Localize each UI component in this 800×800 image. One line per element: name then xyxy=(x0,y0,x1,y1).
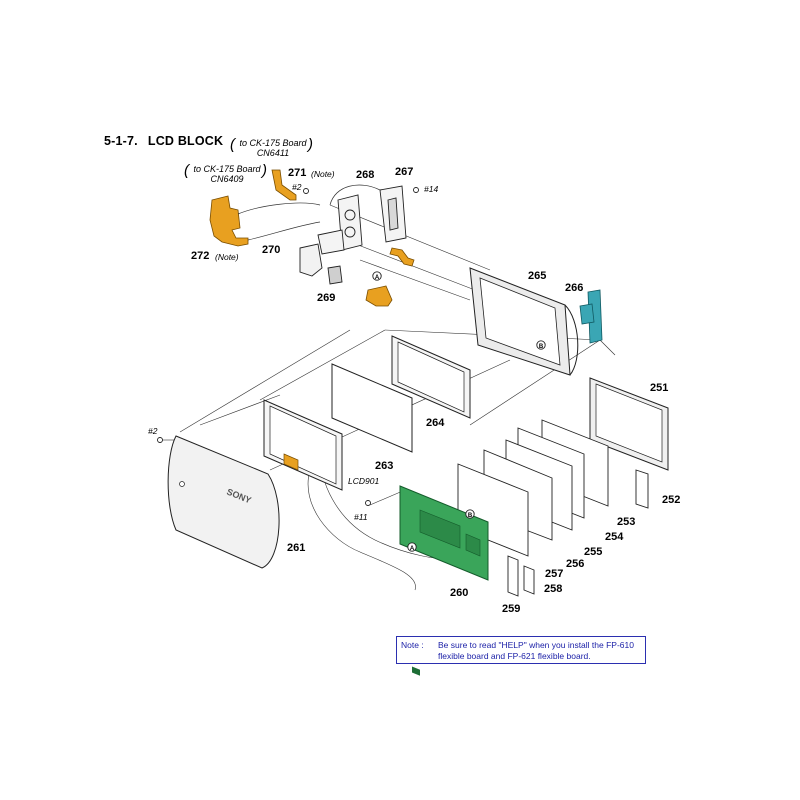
hinge-268 xyxy=(317,194,363,255)
note-box: Note : Be sure to read "HELP" when you i… xyxy=(396,636,646,664)
part-label-254: 254 xyxy=(605,531,624,543)
part-252 xyxy=(635,469,649,509)
part-label-253: 253 xyxy=(617,516,636,528)
part-label-263: 263 xyxy=(375,460,394,472)
section-title: 5-1-7. LCD BLOCK xyxy=(104,134,233,148)
marker-label: B xyxy=(468,513,473,519)
part-label-260: 260 xyxy=(450,587,469,599)
marker-b-board: B xyxy=(465,509,475,519)
part-label-258: 258 xyxy=(544,583,563,595)
cabinet-261 xyxy=(167,435,280,569)
marker-b-frame: B xyxy=(536,340,546,350)
marker-a-board: A xyxy=(407,542,417,552)
screw-icon xyxy=(365,500,371,506)
part-label-270: 270 xyxy=(262,244,281,256)
part-label-256: 256 xyxy=(566,558,585,570)
section-name: LCD BLOCK xyxy=(147,134,224,148)
part-258 xyxy=(523,565,535,595)
flex-board-a xyxy=(365,285,393,307)
marker-a-center: A xyxy=(372,271,382,281)
flex-small-orange xyxy=(389,247,415,267)
screw-icon xyxy=(303,188,309,194)
screws xyxy=(157,187,419,506)
screw-label-14: #14 xyxy=(424,184,439,194)
cover-270 xyxy=(299,243,323,277)
part-label-269: 269 xyxy=(317,292,336,304)
part-label-255: 255 xyxy=(584,546,603,558)
sheet-263 xyxy=(331,363,413,453)
paren-open: ( xyxy=(184,162,189,179)
circuit-board-260 xyxy=(399,485,489,676)
part-269 xyxy=(327,265,343,285)
part-label-261: 261 xyxy=(287,542,306,554)
screw-icon xyxy=(413,187,419,193)
marker-label: B xyxy=(539,344,544,350)
screw-label-2-left: #2 xyxy=(148,426,158,436)
paren-close: ) xyxy=(308,136,313,153)
lcd-panel-lcd901 xyxy=(263,399,343,491)
part-label-259: 259 xyxy=(502,603,521,615)
frame-251 xyxy=(589,377,669,471)
part-label-267: 267 xyxy=(395,166,414,178)
screw-label-11: #11 xyxy=(354,512,368,522)
paren-open: ( xyxy=(230,136,235,153)
section-number: 5-1-7. xyxy=(104,134,138,148)
note-label: Note : xyxy=(401,640,424,650)
part-259 xyxy=(507,555,519,597)
flex-board-272 xyxy=(209,195,249,247)
part-label-257: 257 xyxy=(545,568,564,580)
paren-close: ) xyxy=(262,162,267,179)
ref-cn6411: to CK-175 Board CN6411 xyxy=(239,138,307,158)
marker-label: A xyxy=(375,275,380,281)
part-266 xyxy=(587,289,603,344)
part-label-251: 251 xyxy=(650,382,669,394)
part-label-272: 272 xyxy=(191,250,210,262)
part-label-265: 265 xyxy=(528,270,547,282)
panel-frame-265 xyxy=(469,267,579,376)
marker-label: A xyxy=(410,546,415,552)
hinge-267 xyxy=(379,185,407,243)
part-label-266: 266 xyxy=(565,282,584,294)
screw-icon xyxy=(157,437,163,443)
part-label-252: 252 xyxy=(662,494,681,506)
screw-label-2-top: #2 xyxy=(292,182,302,192)
part-label-264: 264 xyxy=(426,417,445,429)
part-label-271: 271 xyxy=(288,167,307,179)
note-label-272: (Note) xyxy=(215,252,239,262)
lcd-frame-264 xyxy=(391,335,471,419)
note-body: Be sure to read "HELP" when you install … xyxy=(438,640,634,661)
ref-cn6409: to CK-175 Board CN6409 xyxy=(193,164,261,184)
part-label-268: 268 xyxy=(356,169,375,181)
flex-board-271 xyxy=(271,169,297,201)
note-label-271: (Note) xyxy=(311,169,335,179)
part-label-lcd901: LCD901 xyxy=(348,476,380,486)
